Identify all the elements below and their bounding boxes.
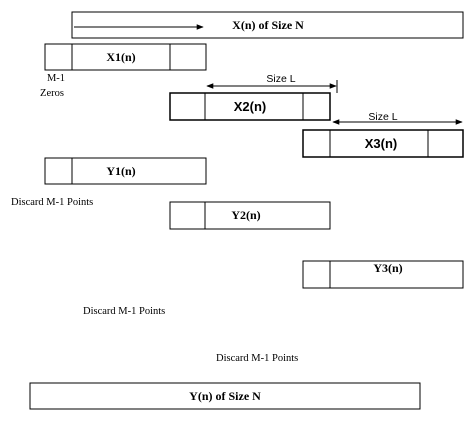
zeros-label: Zeros (40, 88, 64, 99)
y3-label: Y3(n) (373, 261, 402, 275)
x2-label: X2(n) (234, 99, 267, 114)
output-sequence-label: Y(n) of Size N (189, 389, 261, 403)
m1-label: M-1 (47, 73, 65, 84)
x1-rect (44, 43, 207, 71)
input-sequence-rect (71, 11, 464, 39)
size-l-dimension-2: Size L (332, 111, 463, 125)
x3-label: X3(n) (365, 136, 398, 151)
size-l-label-2: Size L (368, 111, 397, 123)
y1-rect (44, 157, 207, 185)
y2-label: Y2(n) (231, 208, 260, 222)
x2-block: X2(n) (169, 92, 331, 121)
x2-rect (169, 92, 331, 121)
x1-block: X1(n) (44, 43, 207, 71)
output-sequence-rect (29, 382, 421, 410)
x3-block: X3(n) (302, 129, 464, 158)
output-sequence-block: Y(n) of Size N (29, 382, 421, 410)
y1-block: Y1(n) (44, 157, 207, 185)
input-sequence-block: X(n) of Size N (71, 11, 464, 39)
y1-label: Y1(n) (106, 164, 135, 178)
size-l-label-1: Size L (266, 73, 295, 85)
y3-rect (302, 260, 464, 289)
x1-label: X1(n) (106, 50, 135, 64)
size-l-dimension-1: Size L (206, 73, 338, 93)
y2-block: Y2(n) (169, 201, 331, 230)
discard-label-3: Discard M-1 Points (216, 353, 298, 364)
x3-rect (302, 129, 464, 158)
input-sequence-label: X(n) of Size N (232, 18, 304, 32)
y2-rect (169, 201, 331, 230)
discard-label-2: Discard M-1 Points (83, 306, 165, 317)
y3-block: Y3(n) (302, 260, 464, 289)
discard-label-1: Discard M-1 Points (11, 197, 93, 208)
